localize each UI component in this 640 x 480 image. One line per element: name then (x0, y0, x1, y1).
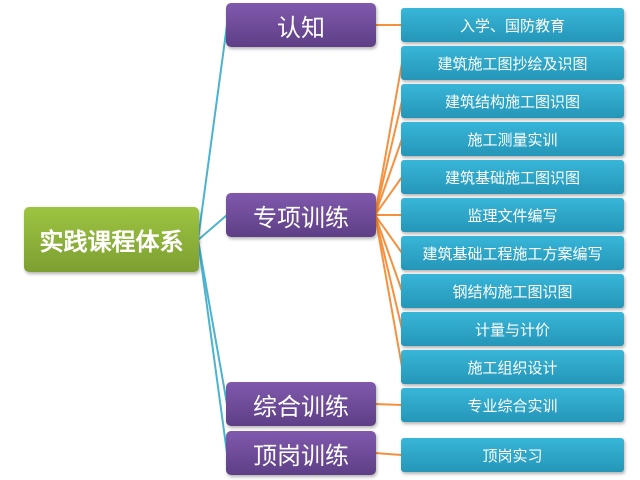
branch-leaf-link (374, 176, 403, 216)
leaf-node: 建筑结构施工图识图 (401, 84, 624, 118)
root-node: 实践课程体系 (24, 207, 199, 272)
leaf-node: 施工测量实训 (401, 122, 624, 156)
leaf-node: 顶岗实习 (401, 438, 624, 472)
leaf-node: 施工组织设计 (401, 350, 624, 384)
branch-node: 综合训练 (226, 382, 376, 426)
root-branch-link (197, 24, 228, 241)
branch-leaf-link (374, 214, 403, 330)
branch-leaf-link (374, 452, 403, 456)
root-branch-link (197, 239, 228, 405)
branch-node: 专项训练 (226, 193, 376, 237)
branch-leaf-link (374, 403, 403, 406)
leaf-node: 监理文件编写 (401, 198, 624, 232)
branch-leaf-link (374, 214, 403, 254)
leaf-node: 专业综合实训 (401, 388, 624, 422)
branch-node: 顶岗训练 (226, 431, 376, 475)
leaf-node: 建筑施工图抄绘及识图 (401, 46, 624, 80)
leaf-node: 建筑基础施工图识图 (401, 160, 624, 194)
root-branch-link (197, 239, 228, 454)
branch-leaf-link (374, 62, 403, 216)
branch-node: 认知 (226, 3, 376, 47)
branch-leaf-link (374, 214, 403, 292)
leaf-node: 入学、国防教育 (401, 8, 624, 42)
leaf-node: 计量与计价 (401, 312, 624, 346)
leaf-node: 建筑基础工程施工方案编写 (401, 236, 624, 270)
branch-leaf-link (374, 214, 403, 368)
leaf-node: 钢结构施工图识图 (401, 274, 624, 308)
branch-leaf-link (374, 100, 403, 216)
root-branch-link (197, 214, 228, 241)
branch-leaf-link (374, 138, 403, 216)
